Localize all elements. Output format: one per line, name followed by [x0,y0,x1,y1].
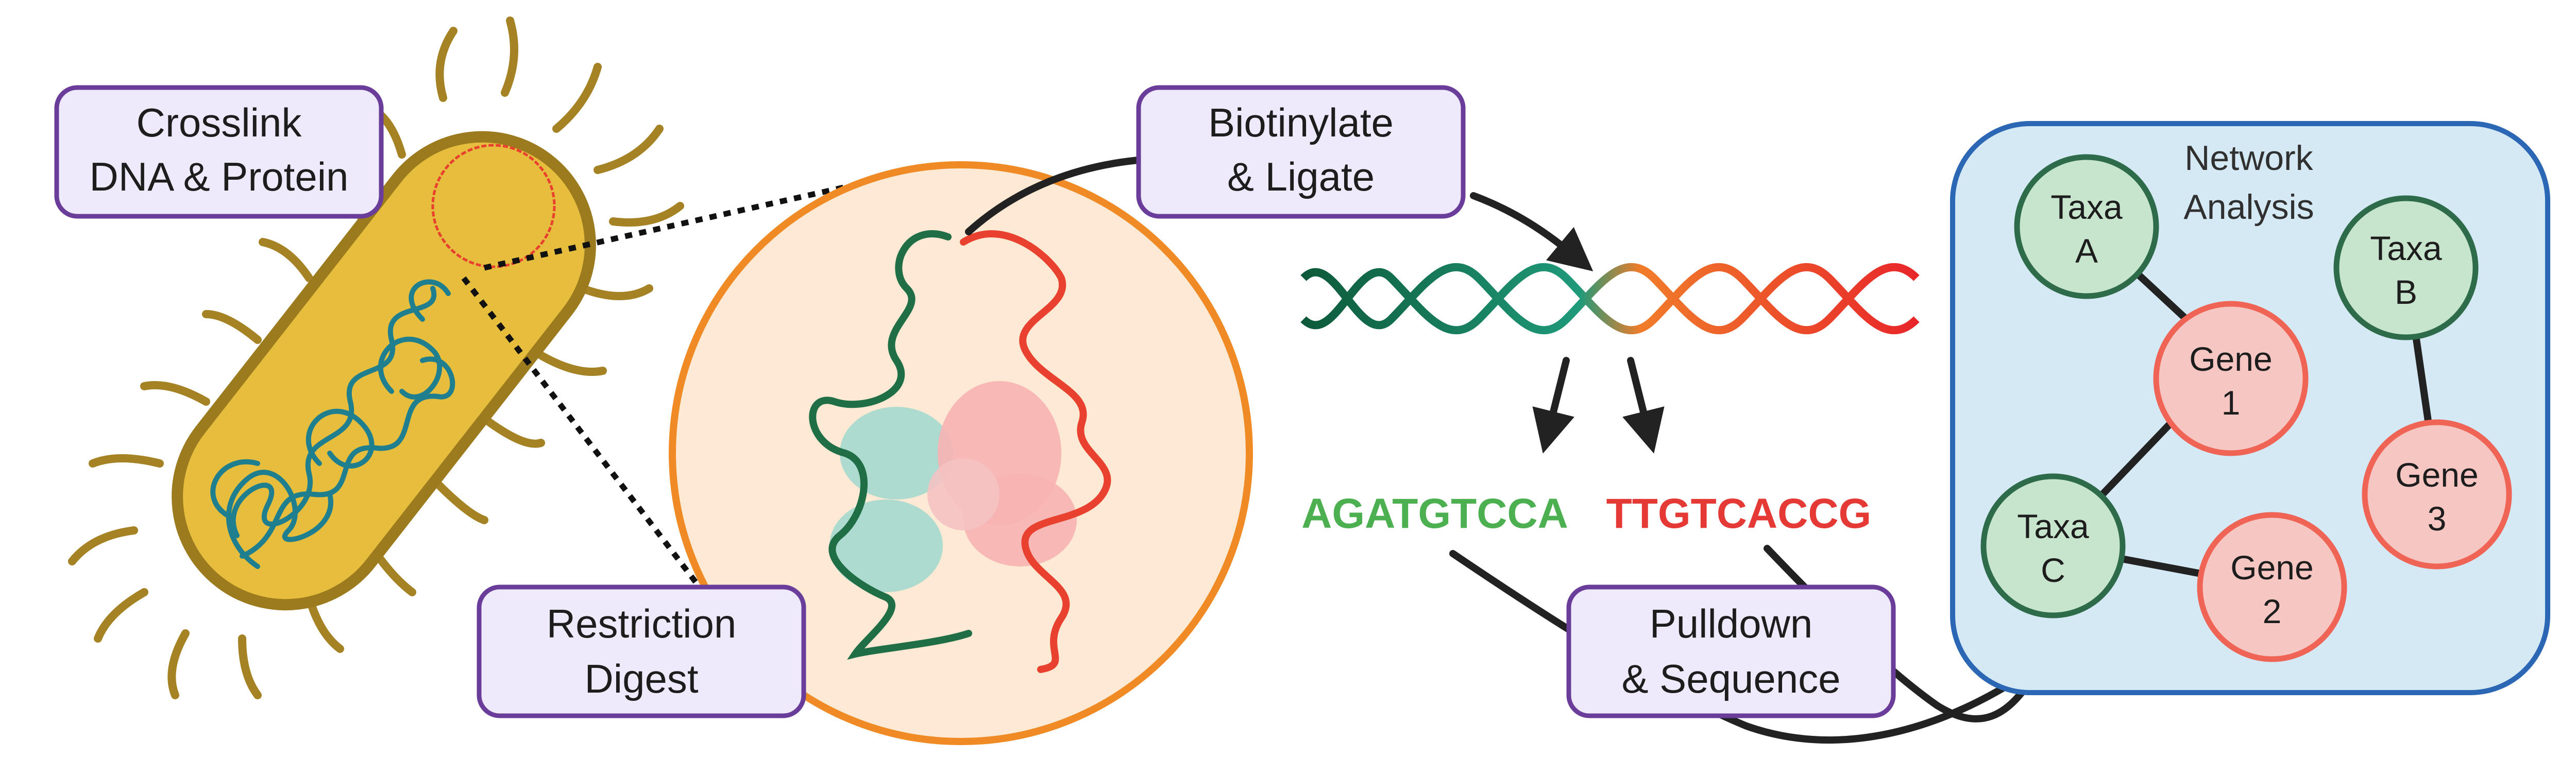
network-panel: Network Analysis Taxa A Taxa B Taxa C Ge… [1950,121,2550,695]
dna-strand-green [809,230,972,660]
network-title-line2: Analysis [2183,187,2314,227]
step-crosslink-line1: Crosslink [137,100,302,145]
step-pulldown-line1: Pulldown [1650,601,1813,646]
dna-strand-red [960,230,1111,673]
ligated-dna-helix [1300,263,1920,335]
step-restriction-line2: Digest [584,656,698,701]
step-pulldown: Pulldown & Sequence [1566,584,1896,718]
node-taxa-b: Taxa B [2333,195,2479,340]
node-gene-3: Gene 3 [2362,419,2512,570]
node-taxa-a-line1: Taxa [2050,188,2123,226]
node-gene-2-line2: 2 [2263,592,2282,630]
arrow-helix-to-left-seq [1532,357,1574,454]
protein-complex [829,381,1077,592]
sequence-left: AGATGTCCA [1301,490,1568,537]
step-restriction: Restriction Digest [477,584,806,718]
node-gene-3-line2: 3 [2428,500,2447,538]
step-biotinylate: Biotinylate & Ligate [1136,85,1466,219]
chromosome-icon [210,279,455,569]
node-gene-2-line1: Gene [2230,548,2313,587]
step-crosslink: Crosslink DNA & Protein [54,85,384,219]
node-gene-1-line1: Gene [2189,340,2272,378]
node-taxa-b-line2: B [2395,273,2417,311]
plasmid-icon [431,144,556,268]
bacterium-body [172,131,596,611]
zoom-circle [669,161,1253,745]
node-gene-1: Gene 1 [2153,301,2309,456]
node-taxa-a-line2: A [2075,232,2098,270]
node-gene-3-line1: Gene [2395,456,2478,494]
node-gene-2: Gene 2 [2197,512,2347,662]
node-taxa-a: Taxa A [2014,154,2159,299]
step-restriction-line1: Restriction [547,601,736,646]
zoom-connector-lines [461,177,877,584]
bacterium [68,16,684,699]
network-title-line1: Network [2184,139,2313,178]
node-taxa-b-line1: Taxa [2370,229,2442,267]
node-taxa-c: Taxa C [1980,473,2126,618]
step-crosslink-line2: DNA & Protein [90,154,349,199]
arrow-left-seq-to-network [1449,550,2058,744]
arrow-zoom-to-label [965,156,1147,235]
node-taxa-c-line1: Taxa [2017,507,2089,545]
step-biotinylate-line1: Biotinylate [1208,100,1394,145]
step-biotinylate-line2: & Ligate [1227,154,1375,199]
arrow-helix-to-right-seq [1622,357,1665,454]
arrow-label-to-helix [1470,192,1594,271]
sequence-right: TTGTCACCG [1606,490,1872,537]
node-taxa-c-line2: C [2041,551,2065,589]
step-pulldown-line2: & Sequence [1621,656,1840,701]
node-gene-1-line2: 1 [2222,384,2241,422]
